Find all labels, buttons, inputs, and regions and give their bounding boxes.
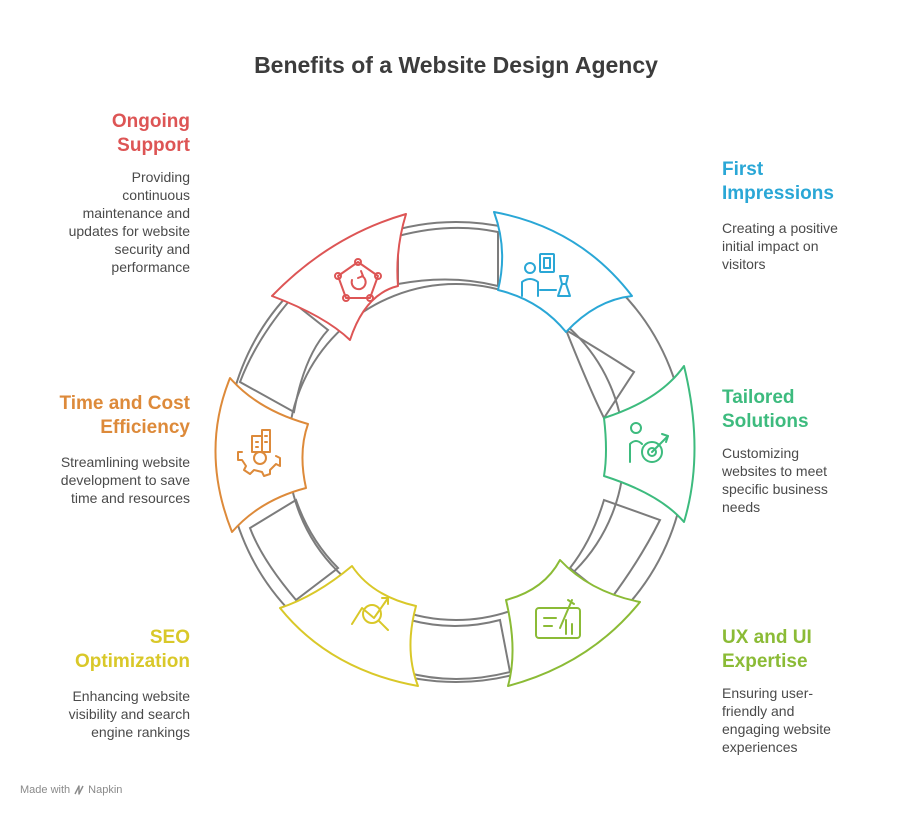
segment-tailored-solutions — [603, 365, 696, 523]
heading-seo: SEO Optimization — [74, 627, 190, 672]
ring-band-upper-right — [563, 327, 636, 421]
first-impression-icon — [521, 253, 571, 297]
heading-time-cost: Time and Cost Efficiency — [59, 393, 190, 438]
segment-ux-ui — [505, 559, 641, 687]
segment-time-cost — [214, 377, 309, 533]
page-title: Benefits of a Website Design Agency — [254, 52, 658, 78]
description-tailored-solutions: Customizing websites to meet specific bu… — [722, 445, 828, 515]
heading-first-impressions: First Impressions — [722, 159, 834, 204]
ring-band-top — [397, 226, 499, 288]
footer-made-with: Made with — [20, 784, 71, 796]
support-cycle-icon — [334, 258, 382, 302]
footer-brand: Napkin — [88, 784, 123, 796]
search-growth-icon — [351, 597, 389, 631]
gear-building-icon — [237, 429, 281, 477]
heading-ux-ui: UX and UI Expertise — [722, 627, 812, 672]
description-seo: Enhancing website visibility and search … — [68, 688, 190, 740]
person-target-icon — [629, 422, 669, 463]
description-ongoing-support: Providing continuous maintenance and upd… — [68, 169, 190, 275]
napkin-logo-icon — [74, 785, 84, 795]
description-time-cost: Streamlining website development to save… — [60, 454, 190, 506]
ring-band-bottom — [403, 618, 512, 680]
segment-seo — [279, 565, 419, 687]
design-tablet-icon — [535, 599, 581, 639]
description-first-impressions: Creating a positive initial impact on vi… — [722, 220, 838, 272]
segment-first-impressions — [493, 211, 633, 333]
description-ux-ui: Ensuring user- friendly and engaging web… — [722, 685, 831, 755]
heading-ongoing-support: Ongoing Support — [111, 111, 190, 156]
ring-band-upper-left — [238, 298, 330, 414]
ring-band-lower-left — [248, 498, 340, 602]
footer-watermark: Made with Napkin — [20, 784, 122, 796]
heading-tailored-solutions: Tailored Solutions — [722, 387, 809, 432]
